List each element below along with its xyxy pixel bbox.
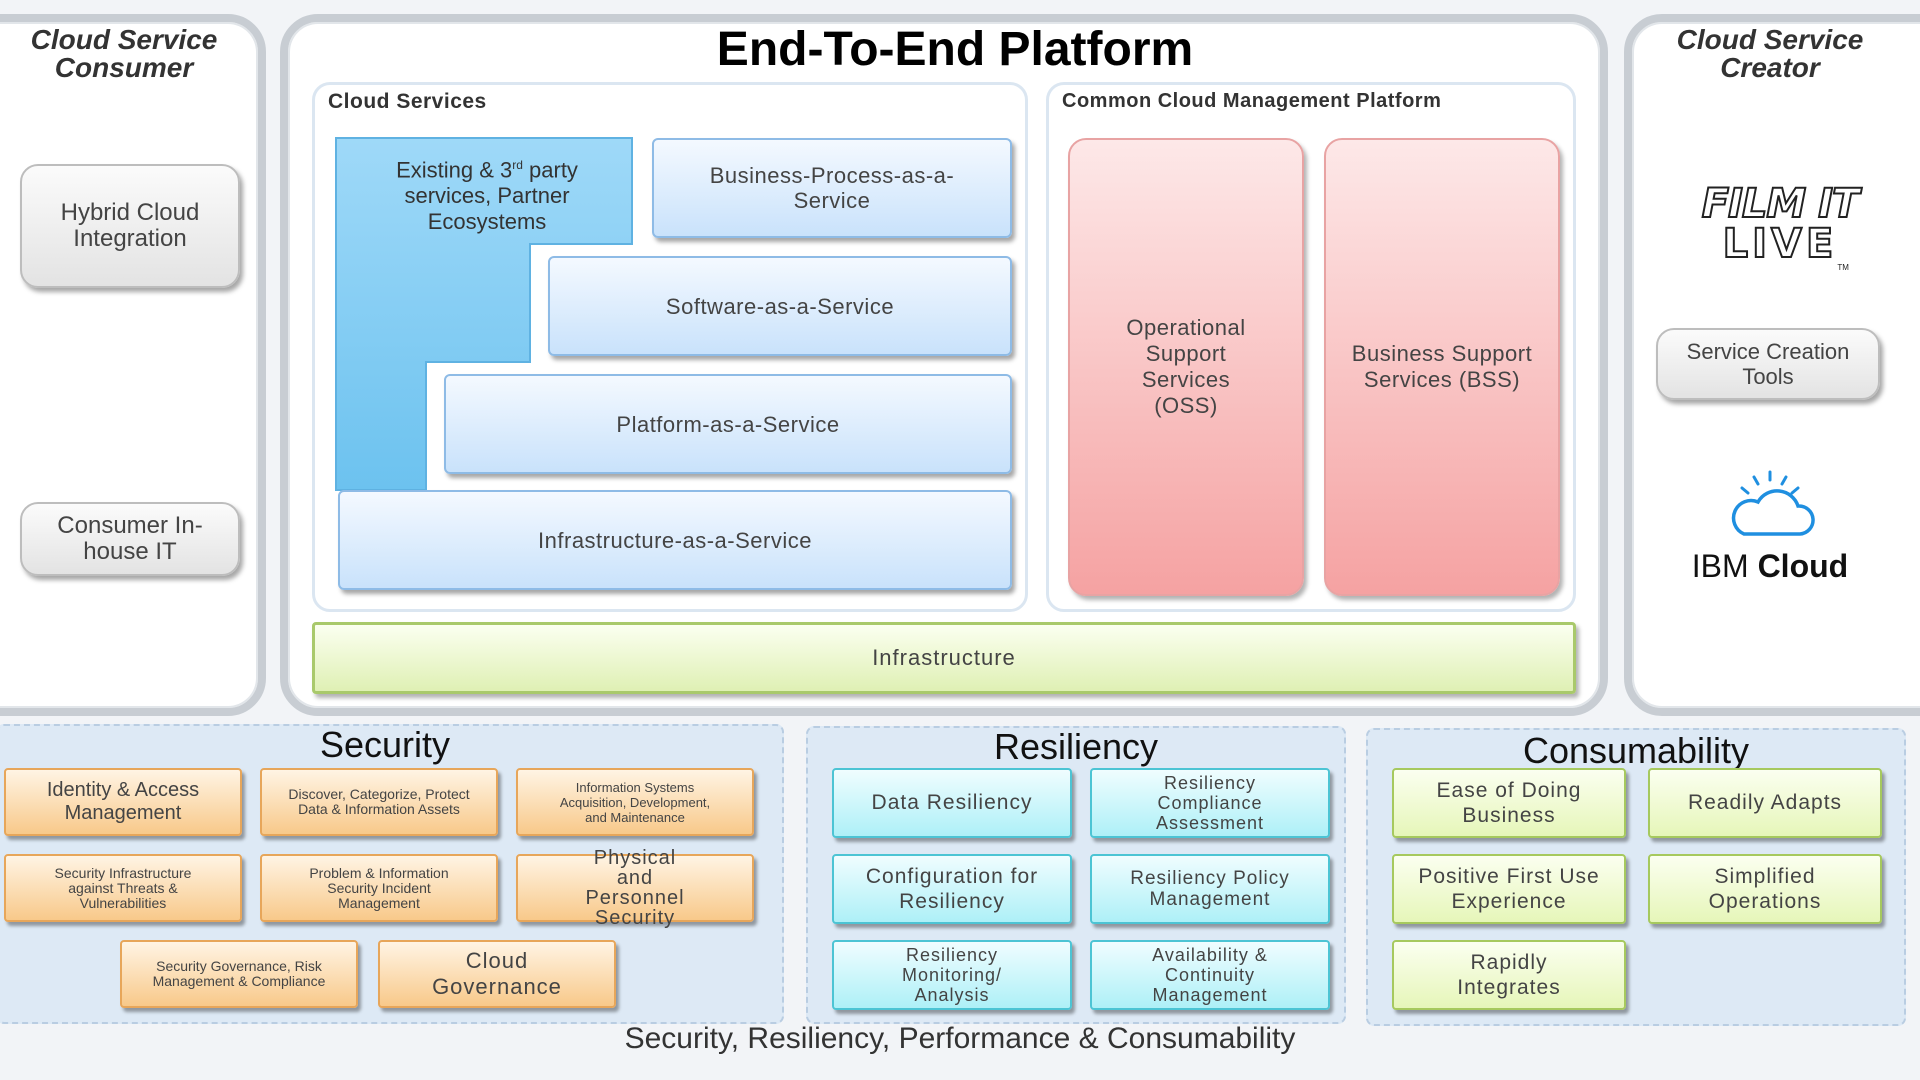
security-item-label: Problem & Information Security Incident … [309,864,449,911]
service-creation-tools-button[interactable]: Service Creation Tools [1656,328,1880,400]
consumer-title-line2: Consumer [54,52,194,83]
film-it-live-logo: FILM IT LIVE TM [1680,181,1880,273]
resiliency-item-label: Resiliency Monitoring/ Analysis [901,945,1003,1005]
film-it-live-logo-tm: TM [1837,263,1849,272]
saas-label: Software-as-a-Service [665,293,895,319]
bpaas-label: Business-Process-as-a-Service [709,163,955,213]
consumer-inhouse-it-label: Consumer In-house IT [57,512,203,565]
security-item-label: Cloud Governance [432,948,562,999]
security-item[interactable]: Security Governance, Risk Management & C… [120,940,358,1008]
infrastructure-label: Infrastructure [872,645,1016,670]
existing-services-label: Existing & 3rd party services, Partner E… [362,152,612,235]
security-title: Security [319,724,451,765]
consumability-item-label: Ease of Doing Business [1436,779,1582,827]
cloud-icon [1731,470,1815,536]
creator-title-line1: Cloud Service [1676,24,1864,55]
ibm-product-text: Cloud [1757,548,1849,584]
security-item-label: Discover, Categorize, Protect Data & Inf… [288,786,470,817]
existing-services-sup: rd [512,158,523,172]
security-item-label: Identity & Access Management [46,779,200,824]
film-it-live-logo-line1: FILM IT [1701,181,1861,227]
consumability-item-label: Simplified Operations [1708,865,1822,913]
resiliency-title: Resiliency [993,726,1159,767]
footer-caption: Security, Resiliency, Performance & Cons… [624,1022,1296,1055]
resiliency-item-label: Configuration for Resiliency [865,865,1039,913]
oss-label: Operational Support Services (OSS) [1126,315,1246,418]
ibm-brand-text: IBM [1691,548,1749,584]
resiliency-item[interactable]: Configuration for Resiliency [832,854,1072,924]
consumer-inhouse-it-button[interactable]: Consumer In-house IT [20,502,240,576]
bpaas-box[interactable]: Business-Process-as-a-Service [652,138,1012,238]
service-creation-tools-label: Service Creation Tools [1686,339,1850,389]
consumer-title: Cloud Service Consumer [14,26,234,82]
security-item[interactable]: Cloud Governance [378,940,616,1008]
existing-services-prefix: Existing & 3 [396,157,513,183]
hybrid-cloud-integration-label: Hybrid Cloud Integration [60,199,200,252]
security-item[interactable]: Physical and Personnel Security [516,848,754,928]
creator-title-line2: Creator [1720,52,1820,83]
consumability-item[interactable]: Rapidly Integrates [1392,940,1626,1010]
resiliency-item[interactable]: Availability & Continuity Management [1090,940,1330,1010]
security-item-label: Security Infrastructure against Threats … [54,864,192,911]
security-item[interactable]: Security Infrastructure against Threats … [4,854,242,922]
infrastructure-bar[interactable]: Infrastructure [312,622,1576,694]
security-item[interactable]: Discover, Categorize, Protect Data & Inf… [260,768,498,836]
consumer-title-line1: Cloud Service [30,24,218,55]
consumability-item[interactable]: Positive First Use Experience [1392,854,1626,924]
film-it-live-logo-line2: LIVE [1722,221,1838,267]
security-item-label: Security Governance, Risk Management & C… [152,958,326,989]
resiliency-item[interactable]: Resiliency Policy Management [1090,854,1330,924]
security-item-label: Information Systems Acquisition, Develop… [559,779,711,825]
security-item[interactable]: Problem & Information Security Incident … [260,854,498,922]
resiliency-item-label: Resiliency Compliance Assessment [1155,773,1265,833]
consumability-item[interactable]: Ease of Doing Business [1392,768,1626,838]
ibm-cloud-logo: IBM Cloud [1660,548,1880,585]
consumability-item-label: Positive First Use Experience [1418,865,1600,913]
resiliency-item-label: Data Resiliency [871,791,1033,814]
cloud-services-title: Cloud Services [328,90,487,113]
consumer-panel [0,14,266,716]
consumability-item[interactable]: Simplified Operations [1648,854,1882,924]
resiliency-item[interactable]: Data Resiliency [832,768,1072,838]
security-item-label: Physical and Personnel Security [585,847,685,929]
paas-box[interactable]: Platform-as-a-Service [444,374,1012,474]
consumability-item-label: Rapidly Integrates [1457,951,1561,999]
security-item[interactable]: Identity & Access Management [4,768,242,836]
resiliency-item[interactable]: Resiliency Compliance Assessment [1090,768,1330,838]
page-title: End-To-End Platform [716,23,1194,76]
management-platform-title: Common Cloud Management Platform [1062,90,1442,112]
iaas-box[interactable]: Infrastructure-as-a-Service [338,490,1012,590]
bss-box[interactable]: Business Support Services (BSS) [1324,138,1560,596]
resiliency-item[interactable]: Resiliency Monitoring/ Analysis [832,940,1072,1010]
bss-label: Business Support Services (BSS) [1351,341,1533,392]
creator-title: Cloud Service Creator [1650,26,1890,82]
existing-services-rest: party services, Partner Ecosystems [404,157,578,235]
consumability-item[interactable]: Readily Adapts [1648,768,1882,838]
resiliency-item-label: Resiliency Policy Management [1130,868,1290,910]
consumability-item-label: Readily Adapts [1687,791,1843,814]
hybrid-cloud-integration-button[interactable]: Hybrid Cloud Integration [20,164,240,288]
consumability-title: Consumability [1522,730,1750,771]
saas-box[interactable]: Software-as-a-Service [548,256,1012,356]
security-item[interactable]: Information Systems Acquisition, Develop… [516,768,754,836]
oss-box[interactable]: Operational Support Services (OSS) [1068,138,1304,596]
resiliency-item-label: Availability & Continuity Management [1152,945,1268,1005]
paas-label: Platform-as-a-Service [616,411,840,437]
iaas-label: Infrastructure-as-a-Service [538,527,812,553]
